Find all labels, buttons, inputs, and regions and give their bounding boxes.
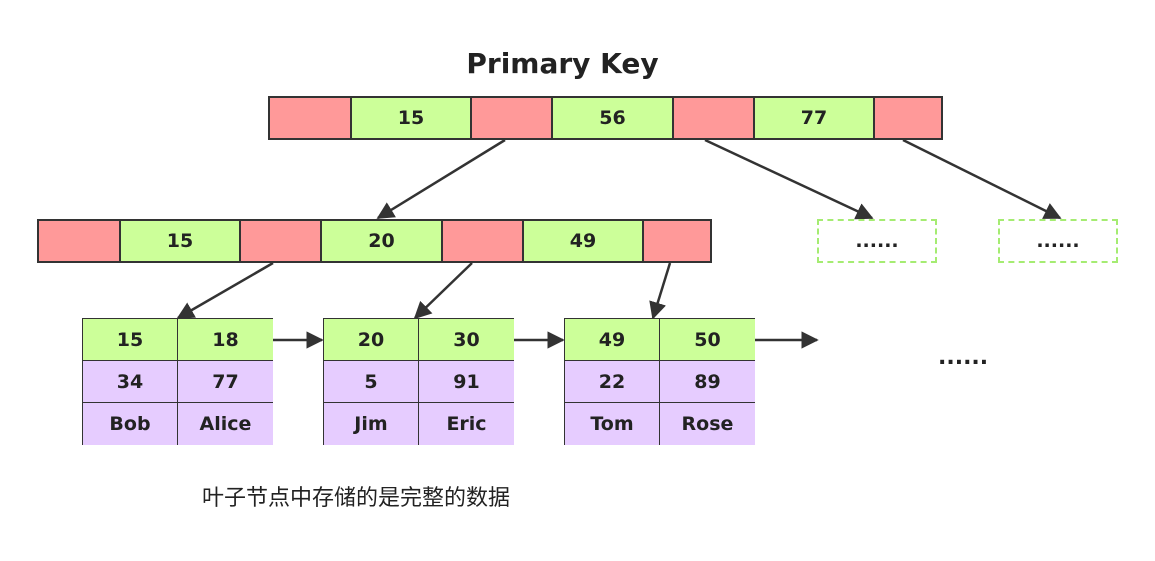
root-pointer (472, 98, 553, 138)
internal-key: 20 (322, 221, 443, 261)
internal-pointer (443, 221, 524, 261)
root-pointer (875, 98, 941, 138)
leaf-data: Tom (565, 403, 660, 445)
leaf-key: 20 (324, 319, 419, 361)
leaf-key: 50 (660, 319, 755, 361)
internal-key: 49 (524, 221, 644, 261)
leaf-node: 20 30 5 91 Jim Eric (323, 318, 514, 445)
internal-pointer (241, 221, 322, 261)
link-internal-to-leaf-1 (176, 261, 274, 320)
leaf-node: 15 18 34 77 Bob Alice (82, 318, 273, 445)
leaf-data: 77 (178, 361, 273, 403)
more-leaves-ellipsis: ...... (938, 345, 989, 370)
leaf-data: 89 (660, 361, 755, 403)
leaf-key: 18 (178, 319, 273, 361)
link-root-to-placeholder-2 (902, 138, 1062, 220)
leaf-key: 49 (565, 319, 660, 361)
link-root-to-internal (376, 138, 506, 220)
diagram-title: Primary Key (466, 47, 659, 80)
internal-key: 15 (121, 221, 241, 261)
root-key: 56 (553, 98, 674, 138)
link-internal-to-leaf-2 (413, 262, 473, 320)
internal-node: 15 20 49 (37, 219, 712, 263)
leaf-data: Jim (324, 403, 419, 445)
leaf-data: Bob (83, 403, 178, 445)
leaf-key: 30 (419, 319, 514, 361)
root-node: 15 56 77 (268, 96, 943, 140)
leaf-key: 15 (83, 319, 178, 361)
link-internal-to-leaf-3 (649, 262, 672, 320)
leaf-data: 34 (83, 361, 178, 403)
leaf-data: Rose (660, 403, 755, 445)
internal-pointer (39, 221, 121, 261)
leaf-data: Eric (419, 403, 514, 445)
link-root-to-placeholder-1 (704, 138, 874, 220)
root-key: 77 (755, 98, 875, 138)
placeholder-node: ...... (998, 219, 1118, 263)
leaf-node: 49 50 22 89 Tom Rose (564, 318, 755, 445)
placeholder-node: ...... (817, 219, 937, 263)
leaf-data: Alice (178, 403, 273, 445)
diagram-caption: 叶子节点中存储的是完整的数据 (202, 486, 511, 511)
leaf-data: 5 (324, 361, 419, 403)
internal-pointer (644, 221, 710, 261)
leaf-data: 22 (565, 361, 660, 403)
root-key: 15 (352, 98, 472, 138)
root-pointer (270, 98, 352, 138)
root-pointer (674, 98, 755, 138)
leaf-data: 91 (419, 361, 514, 403)
